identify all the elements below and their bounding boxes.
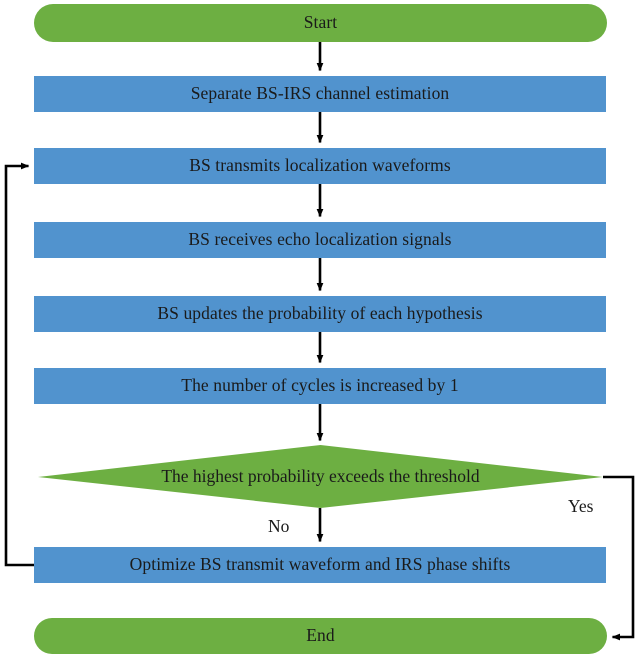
node-end-label: End (306, 625, 335, 646)
node-number-of-cycles-label: The number of cycles is increased by 1 (181, 375, 459, 396)
node-decision-threshold[interactable]: The highest probability exceeds the thre… (38, 445, 603, 508)
node-separate-channel-estimation-label: Separate BS-IRS channel estimation (190, 83, 450, 104)
node-optimize-waveform-phase-shifts[interactable]: Optimize BS transmit waveform and IRS ph… (34, 547, 606, 583)
node-bs-receives-echo-signals[interactable]: BS receives echo localization signals (34, 222, 606, 258)
node-decision-threshold-label: The highest probability exceeds the thre… (161, 465, 480, 486)
node-bs-receives-echo-signals-label: BS receives echo localization signals (188, 229, 452, 250)
node-bs-updates-probability[interactable]: BS updates the probability of each hypot… (34, 296, 606, 332)
node-start-label: Start (303, 12, 338, 33)
edge-label-yes: Yes (568, 496, 594, 516)
edge-label-no: No (268, 516, 290, 536)
decision-diamond-shape (38, 445, 603, 508)
node-end[interactable]: End (34, 618, 607, 654)
connector-decision-yes-to-end (603, 475, 635, 641)
node-number-of-cycles[interactable]: The number of cycles is increased by 1 (34, 368, 606, 404)
node-optimize-waveform-phase-shifts-label: Optimize BS transmit waveform and IRS ph… (129, 554, 511, 575)
node-bs-transmits-waveforms[interactable]: BS transmits localization waveforms (34, 148, 606, 184)
node-start[interactable]: Start (34, 4, 607, 42)
node-separate-channel-estimation[interactable]: Separate BS-IRS channel estimation (34, 76, 606, 112)
node-bs-transmits-waveforms-label: BS transmits localization waveforms (189, 155, 451, 176)
node-bs-updates-probability-label: BS updates the probability of each hypot… (157, 303, 483, 324)
connector-optimize-loop-to-transmit (4, 162, 34, 567)
